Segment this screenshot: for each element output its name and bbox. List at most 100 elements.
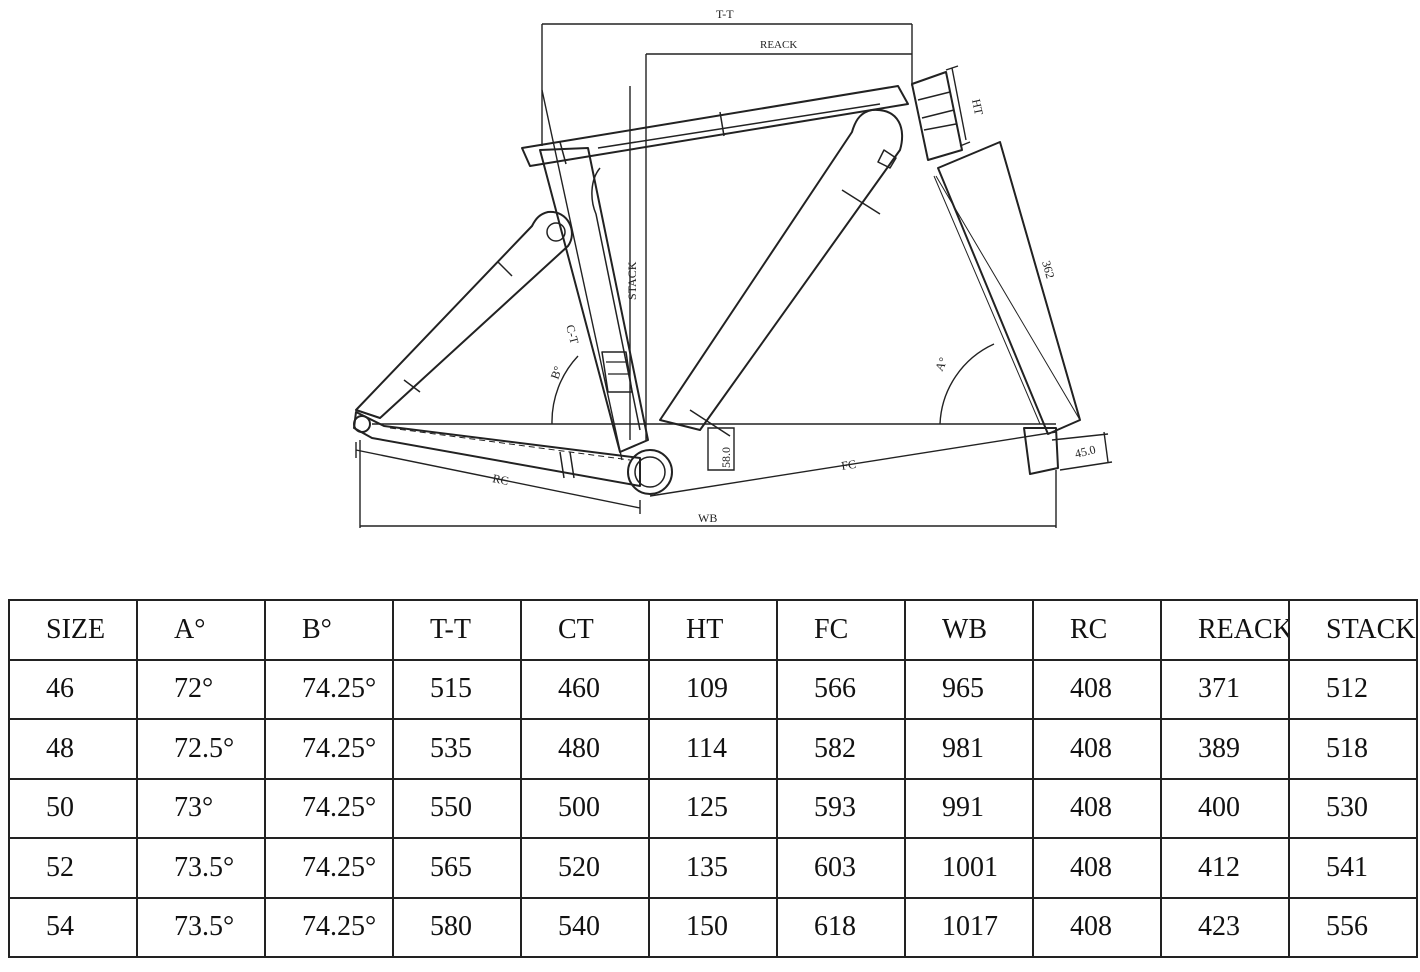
header-rc: RC — [1032, 599, 1162, 661]
header-tt: T-T — [392, 599, 522, 661]
cell-a-angle: 73.5° — [136, 896, 266, 958]
cell-ht: 114 — [648, 718, 778, 780]
cell-ct: 500 — [520, 777, 650, 839]
ht-dimension — [945, 65, 971, 147]
cell-ct: 460 — [520, 658, 650, 720]
cell-tt: 515 — [392, 658, 522, 720]
down-tube — [659, 108, 904, 437]
seat-stay — [355, 210, 573, 419]
rake-dimension — [1051, 431, 1113, 471]
cell-rc: 408 — [1032, 777, 1162, 839]
cell-stack: 541 — [1288, 837, 1418, 899]
cell-reach: 389 — [1160, 718, 1290, 780]
cell-wb: 1017 — [904, 896, 1034, 958]
header-fc: FC — [776, 599, 906, 661]
cell-reach: 371 — [1160, 658, 1290, 720]
cell-b-angle: 74.25° — [264, 896, 394, 958]
cell-size: 46 — [8, 658, 138, 720]
cell-rc: 408 — [1032, 896, 1162, 958]
cell-stack: 518 — [1288, 718, 1418, 780]
cell-fc: 566 — [776, 658, 906, 720]
cell-tt: 580 — [392, 896, 522, 958]
cell-tt: 550 — [392, 777, 522, 839]
cell-size: 54 — [8, 896, 138, 958]
cell-ht: 135 — [648, 837, 778, 899]
cell-fc: 603 — [776, 837, 906, 899]
cell-b-angle: 74.25° — [264, 837, 394, 899]
rc-dimension — [355, 442, 641, 514]
cell-a-angle: 73° — [136, 777, 266, 839]
cell-a-angle: 72° — [136, 658, 266, 720]
cell-rc: 408 — [1032, 718, 1162, 780]
head-tube — [911, 71, 963, 161]
reach-label: REACK — [760, 39, 797, 51]
cell-reach: 412 — [1160, 837, 1290, 899]
cell-wb: 991 — [904, 777, 1034, 839]
tt-label: T-T — [716, 7, 734, 21]
a-angle-arc — [933, 175, 1081, 425]
fc-label: FC — [840, 457, 857, 473]
ct-dimension — [541, 89, 623, 461]
cell-size: 52 — [8, 837, 138, 899]
cell-reach: 423 — [1160, 896, 1290, 958]
cell-ht: 125 — [648, 777, 778, 839]
cell-fc: 582 — [776, 718, 906, 780]
header-b-angle: B° — [264, 599, 394, 661]
wb-dimension — [359, 440, 1057, 528]
header-stack: STACK — [1288, 599, 1418, 661]
cell-stack: 512 — [1288, 658, 1418, 720]
cell-a-angle: 73.5° — [136, 837, 266, 899]
header-size: SIZE — [8, 599, 138, 661]
cell-ct: 520 — [520, 837, 650, 899]
cell-ht: 150 — [648, 896, 778, 958]
fc-dimension — [649, 431, 1057, 497]
wb-label: WB — [698, 511, 717, 525]
header-reach: REACK — [1160, 599, 1290, 661]
cell-ct: 540 — [520, 896, 650, 958]
header-a-angle: A° — [136, 599, 266, 661]
cell-tt: 565 — [392, 837, 522, 899]
cell-size: 48 — [8, 718, 138, 780]
cell-b-angle: 74.25° — [264, 777, 394, 839]
front-dropout — [1023, 427, 1059, 475]
header-wb: WB — [904, 599, 1034, 661]
frame-geometry-diagram: T-T REACK HT STACK C-T B° A° 362 58.0 45… — [353, 7, 1113, 528]
rc-label: RC — [491, 471, 509, 488]
bb-drop-dimension — [707, 427, 735, 471]
cell-stack: 556 — [1288, 896, 1418, 958]
header-ht: HT — [648, 599, 778, 661]
cell-ht: 109 — [648, 658, 778, 720]
cell-wb: 981 — [904, 718, 1034, 780]
seat-tube — [539, 147, 649, 453]
fork-dimension — [999, 141, 1081, 421]
cell-b-angle: 74.25° — [264, 718, 394, 780]
cell-b-angle: 74.25° — [264, 658, 394, 720]
cell-tt: 535 — [392, 718, 522, 780]
tt-dimension — [541, 23, 913, 146]
cell-reach: 400 — [1160, 777, 1290, 839]
cell-rc: 408 — [1032, 658, 1162, 720]
top-tube — [521, 85, 909, 167]
cell-size: 50 — [8, 777, 138, 839]
a-angle-label: A° — [932, 355, 950, 373]
cell-stack: 530 — [1288, 777, 1418, 839]
cell-a-angle: 72.5° — [136, 718, 266, 780]
stack-label: STACK — [625, 261, 639, 300]
reach-dimension — [645, 53, 912, 440]
cell-wb: 1001 — [904, 837, 1034, 899]
fork-length-label: 362 — [1039, 259, 1057, 280]
cell-fc: 593 — [776, 777, 906, 839]
cell-ct: 480 — [520, 718, 650, 780]
bottom-bracket — [627, 449, 673, 495]
ct-label: C-T — [563, 323, 582, 346]
rake-label: 45.0 — [1073, 442, 1097, 461]
header-ct: CT — [520, 599, 650, 661]
cell-wb: 965 — [904, 658, 1034, 720]
